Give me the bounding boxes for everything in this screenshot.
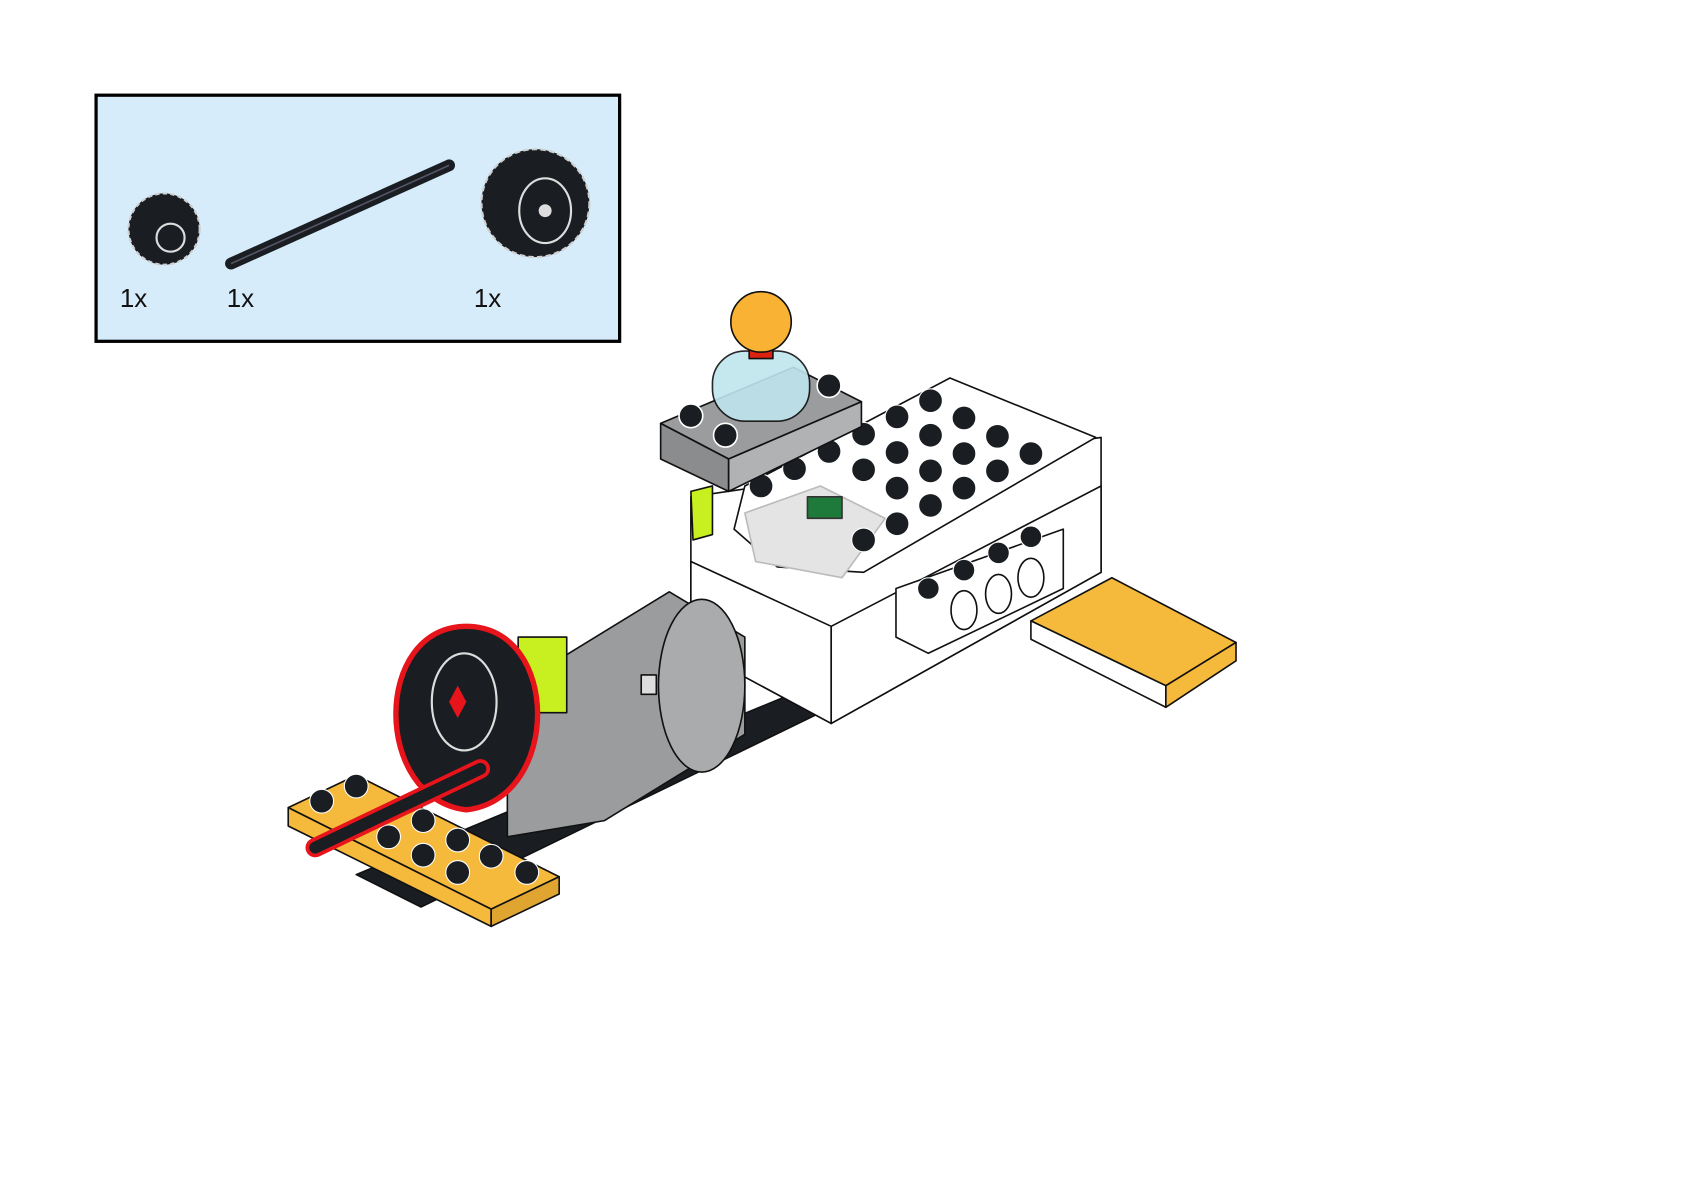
motor: [506, 590, 746, 838]
transparent-brick: [711, 342, 811, 423]
part-quantity: 1x: [227, 285, 254, 313]
orange-light-ball: [730, 290, 793, 353]
parts-callout: 1x 1x 1x: [94, 93, 622, 343]
studs: [748, 388, 1044, 600]
small-gear-icon: [127, 192, 201, 266]
highlighted-axle: [305, 759, 491, 858]
large-gear-icon: [480, 148, 591, 259]
lego-model: [287, 290, 1237, 928]
part-quantity: 1x: [474, 285, 501, 313]
orange-plate-right: [1030, 576, 1237, 709]
part-quantity: 1x: [120, 285, 147, 313]
axle-icon: [225, 159, 456, 270]
highlighted-gear: [393, 623, 541, 813]
